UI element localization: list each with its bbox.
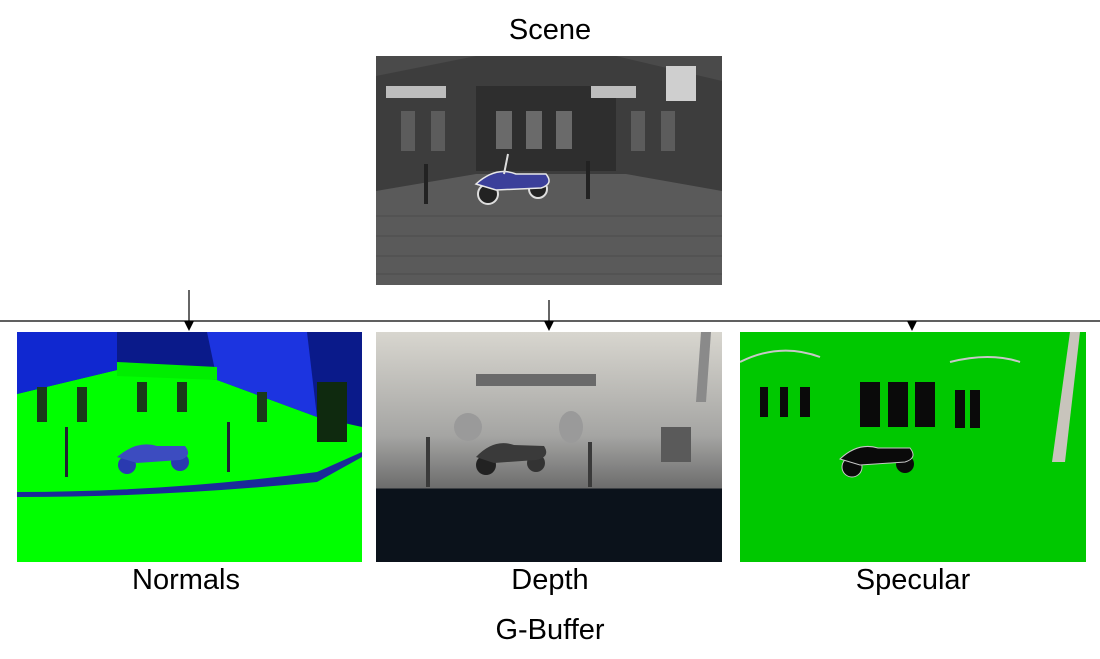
normals-image (17, 332, 362, 562)
specular-image (740, 332, 1086, 562)
arrowhead-depth (544, 321, 554, 331)
scene-title: Scene (508, 14, 592, 46)
depth-image (376, 332, 722, 562)
depth-label: Depth (511, 564, 589, 596)
gbuffer-title: G-Buffer (495, 614, 605, 646)
arrowhead-normals (184, 321, 194, 331)
scene-image (376, 56, 722, 285)
specular-label: Specular (855, 564, 971, 596)
normals-label: Normals (132, 564, 240, 596)
arrowhead-specular (907, 321, 917, 331)
